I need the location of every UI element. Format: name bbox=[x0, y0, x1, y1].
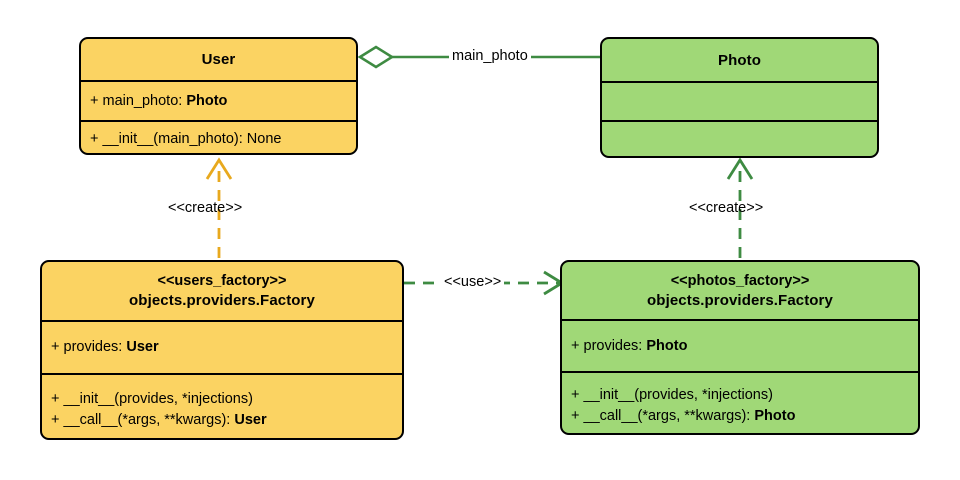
class-operations-user: + __init__(main_photo): None bbox=[81, 120, 356, 153]
attribute-text: provides: bbox=[63, 339, 127, 355]
class-name-photos-factory: objects.providers.Factory bbox=[647, 291, 833, 309]
class-title-photo: Photo bbox=[602, 39, 877, 81]
operation-text: __init__(provides, *injections) bbox=[63, 391, 253, 407]
class-box-photo[interactable]: Photo bbox=[600, 37, 879, 158]
class-operations-photos-factory: + __init__(provides, *injections) + __ca… bbox=[562, 371, 918, 433]
operation-visibility: + bbox=[51, 391, 60, 407]
class-name-users-factory: objects.providers.Factory bbox=[129, 292, 315, 309]
class-box-photos-factory[interactable]: <<photos_factory>> objects.providers.Fac… bbox=[560, 260, 920, 435]
attribute-row: + provides: Photo bbox=[562, 336, 687, 357]
create-link-photo[interactable] bbox=[726, 157, 754, 258]
edge-label-create-photo: <<create>> bbox=[689, 200, 764, 216]
operation-row: + __init__(provides, *injections) bbox=[42, 389, 402, 410]
edge-label-create-user: <<create>> bbox=[168, 200, 243, 216]
attribute-text: main_photo: bbox=[102, 92, 187, 109]
class-stereotype-photos-factory: <<photos_factory>> bbox=[670, 272, 810, 289]
operation-text: __call__(*args, **kwargs): bbox=[583, 407, 755, 424]
attribute-type: Photo bbox=[186, 92, 228, 109]
create-link-user[interactable] bbox=[205, 157, 233, 258]
edge-label-use: <<use>> bbox=[441, 274, 505, 291]
attribute-visibility: + bbox=[51, 339, 60, 355]
class-title-users-factory: <<users_factory>> objects.providers.Fact… bbox=[42, 262, 402, 320]
operation-text: __init__(main_photo): None bbox=[102, 131, 282, 147]
operation-text: __call__(*args, **kwargs): bbox=[63, 412, 235, 428]
class-title-user: User bbox=[81, 39, 356, 80]
class-box-user[interactable]: User + main_photo: Photo + __init__(main… bbox=[79, 37, 358, 155]
aggregation-diamond-icon bbox=[357, 45, 395, 69]
attribute-type: User bbox=[126, 339, 159, 355]
attribute-visibility: + bbox=[90, 92, 99, 109]
attribute-row: + main_photo: Photo bbox=[81, 91, 227, 112]
operation-row: + __call__(*args, **kwargs): Photo bbox=[562, 406, 918, 427]
class-operations-users-factory: + __init__(provides, *injections) + __ca… bbox=[42, 373, 402, 438]
class-stereotype-users-factory: <<users_factory>> bbox=[157, 273, 287, 289]
class-attributes-photos-factory: + provides: Photo bbox=[562, 319, 918, 371]
class-operations-photo bbox=[602, 120, 877, 156]
operation-row: + __call__(*args, **kwargs): User bbox=[42, 410, 402, 431]
attribute-type: Photo bbox=[646, 337, 688, 354]
attribute-text: provides: bbox=[583, 337, 647, 354]
edge-label-main-photo: main_photo bbox=[449, 48, 531, 65]
class-attributes-users-factory: + provides: User bbox=[42, 320, 402, 373]
operation-type: User bbox=[234, 412, 267, 428]
open-arrowhead-icon bbox=[726, 157, 754, 180]
class-name-user: User bbox=[201, 51, 236, 68]
open-arrowhead-icon bbox=[205, 157, 233, 180]
operation-row: + __init__(provides, *injections) bbox=[562, 385, 918, 406]
class-name-photo: Photo bbox=[718, 51, 761, 69]
operation-type: Photo bbox=[754, 407, 796, 424]
operation-row: + __init__(main_photo): None bbox=[81, 129, 356, 150]
operation-visibility: + bbox=[571, 386, 580, 403]
class-title-photos-factory: <<photos_factory>> objects.providers.Fac… bbox=[562, 262, 918, 319]
operation-text: __init__(provides, *injections) bbox=[583, 386, 773, 403]
attribute-row: + provides: User bbox=[42, 337, 159, 358]
attribute-visibility: + bbox=[571, 337, 580, 354]
class-box-users-factory[interactable]: <<users_factory>> objects.providers.Fact… bbox=[40, 260, 404, 440]
class-attributes-photo bbox=[602, 81, 877, 120]
operation-visibility: + bbox=[51, 412, 60, 428]
class-attributes-user: + main_photo: Photo bbox=[81, 80, 356, 120]
operation-visibility: + bbox=[571, 407, 580, 424]
operation-visibility: + bbox=[90, 131, 99, 147]
